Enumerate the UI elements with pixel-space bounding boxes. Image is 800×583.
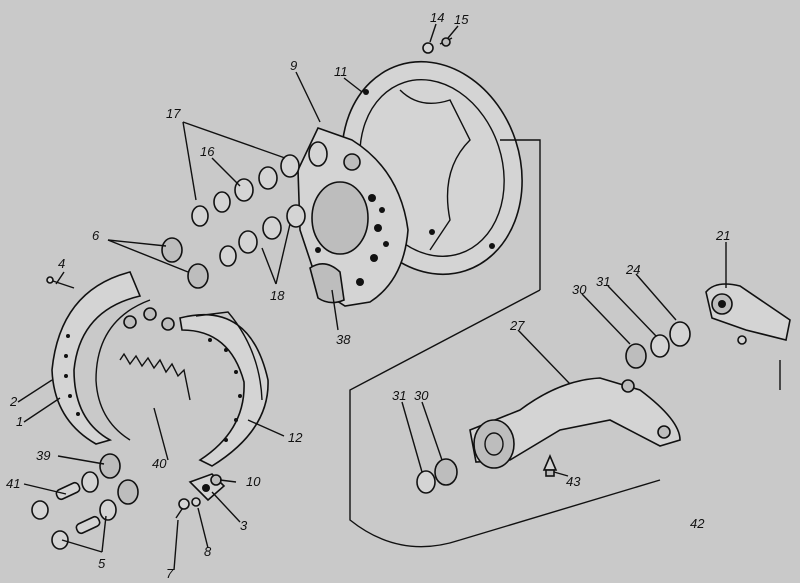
cam-bracket (309, 263, 345, 304)
brake-shoe-left (51, 271, 157, 445)
label-15: 15 (454, 12, 469, 27)
label-5: 5 (98, 556, 106, 571)
label-30-lower: 30 (414, 388, 429, 403)
label-24: 24 (625, 262, 640, 277)
label-6: 6 (92, 228, 100, 243)
label-11: 11 (334, 64, 348, 79)
leader-lines (17, 23, 727, 571)
bolts-top (422, 37, 453, 54)
label-27: 27 (509, 318, 525, 333)
callout-labels: 9 11 14 15 17 16 6 4 18 38 2 1 12 40 39 … (6, 10, 730, 581)
camshaft-bracket (469, 377, 681, 469)
label-43: 43 (566, 474, 581, 489)
rollers-6 (161, 237, 209, 289)
return-spring (119, 352, 191, 401)
label-38: 38 (336, 332, 351, 347)
label-40: 40 (152, 456, 167, 471)
label-41: 41 (6, 476, 20, 491)
label-39: 39 (36, 448, 50, 463)
label-30-upper: 30 (572, 282, 587, 297)
slack-adjuster (705, 283, 791, 345)
washers-right (625, 321, 691, 369)
brake-shoe-right (161, 311, 269, 467)
label-21: 21 (715, 228, 730, 243)
label-3: 3 (240, 518, 248, 533)
group-outline (349, 139, 781, 548)
label-31-upper: 31 (596, 274, 610, 289)
label-10: 10 (246, 474, 261, 489)
washers-left (416, 458, 458, 494)
small-bushings (31, 453, 139, 550)
anchor-plate-bolts (175, 473, 226, 519)
label-14: 14 (430, 10, 444, 25)
pin (46, 276, 75, 289)
bushings-lower (219, 204, 306, 267)
label-1: 1 (16, 414, 23, 429)
label-16: 16 (200, 144, 215, 159)
label-12: 12 (288, 430, 303, 445)
label-17: 17 (166, 106, 181, 121)
label-4: 4 (58, 256, 65, 271)
label-42: 42 (690, 516, 705, 531)
bushings-upper (191, 141, 328, 227)
label-31-lower: 31 (392, 388, 406, 403)
label-7: 7 (166, 566, 174, 581)
grease-fitting (542, 453, 558, 477)
brake-spider (297, 127, 409, 307)
label-18: 18 (270, 288, 285, 303)
label-9: 9 (290, 58, 297, 73)
label-2: 2 (9, 394, 18, 409)
label-8: 8 (204, 544, 212, 559)
